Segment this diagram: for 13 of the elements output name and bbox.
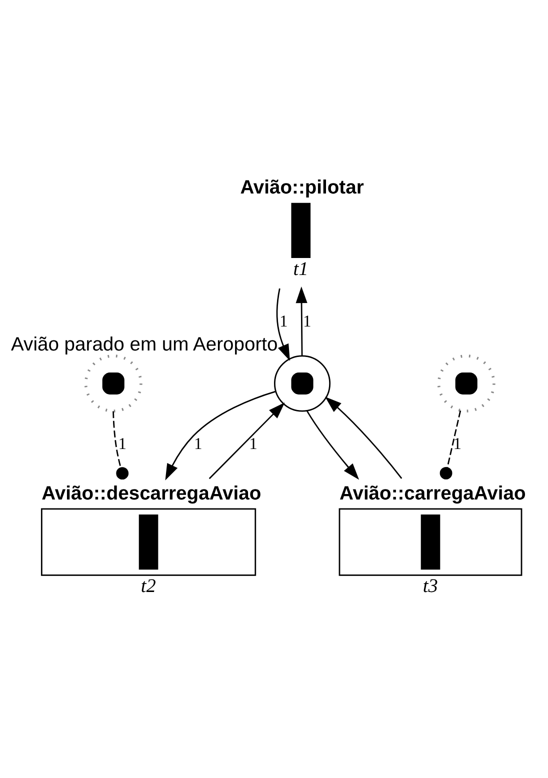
node-label: Avião::carregaAviao bbox=[339, 484, 526, 505]
edge-label: 1 bbox=[249, 434, 258, 454]
edge-label: 1 bbox=[453, 434, 462, 454]
edge-label: 1 bbox=[302, 311, 312, 330]
edge-label: 1 bbox=[118, 434, 126, 454]
node-label: Avião::pilotar bbox=[240, 177, 364, 198]
node-label: t1 bbox=[293, 258, 308, 280]
node-label: Avião parado em um Aeroporto bbox=[11, 334, 278, 356]
node-label: t2 bbox=[140, 576, 156, 597]
node-label: Avião::descarregaAviao bbox=[42, 484, 262, 505]
edge-label: 1 bbox=[194, 434, 202, 454]
edge-label: 1 bbox=[280, 311, 288, 330]
node-label: t3 bbox=[422, 576, 438, 597]
